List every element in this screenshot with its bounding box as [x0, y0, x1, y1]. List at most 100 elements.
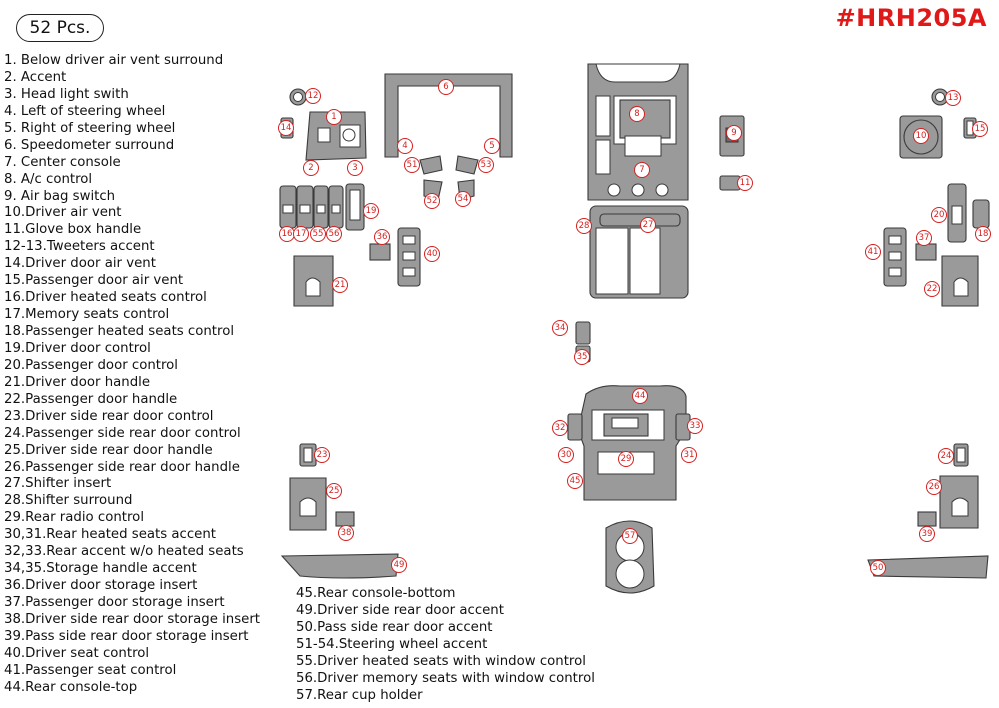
callout-21: 21 [332, 277, 348, 293]
svg-text:40: 40 [427, 249, 438, 259]
svg-text:35: 35 [577, 352, 588, 362]
callout-40: 40 [424, 246, 440, 262]
passenger-door-storage-insert [915, 243, 937, 261]
svg-text:51: 51 [407, 160, 418, 170]
svg-text:56: 56 [329, 229, 340, 239]
svg-text:52: 52 [427, 196, 438, 206]
svg-text:33: 33 [690, 421, 701, 431]
parts-list-item: 9. Air bag switch [4, 188, 116, 204]
callout-34: 34 [552, 320, 568, 336]
parts-list-item: 5. Right of steering wheel [4, 120, 176, 136]
callout-31: 31 [681, 447, 697, 463]
parts-list-item: 49.Driver side rear door accent [296, 602, 504, 618]
svg-text:15: 15 [975, 124, 986, 134]
svg-text:2: 2 [308, 163, 313, 173]
callout-25: 25 [326, 483, 342, 499]
callout-22: 22 [924, 281, 940, 297]
callout-6: 6 [438, 79, 454, 95]
parts-list-item: 12-13.Tweeters accent [4, 239, 155, 255]
callout-32: 32 [552, 420, 568, 436]
callout-18: 18 [975, 226, 991, 242]
parts-list-item: 26.Passenger side rear door handle [4, 459, 240, 475]
callout-23: 23 [314, 447, 330, 463]
svg-text:32: 32 [555, 423, 566, 433]
svg-text:44: 44 [635, 391, 646, 401]
svg-text:19: 19 [366, 206, 377, 216]
product-code: #HRH205A [835, 4, 987, 32]
driver-side-rear-door-handle [289, 477, 327, 531]
callout-20: 20 [931, 207, 947, 223]
parts-list-item: 39.Pass side rear door storage insert [4, 628, 249, 644]
svg-text:57: 57 [625, 531, 636, 541]
rear-console [577, 385, 687, 501]
parts-list-item: 30,31.Rear heated seats accent [4, 527, 216, 543]
svg-text:24: 24 [941, 451, 952, 461]
callout-50: 50 [870, 560, 886, 576]
parts-list-item: 32,33.Rear accent w/o heated seats [4, 544, 244, 560]
passenger-side-rear-door-handle [939, 475, 979, 529]
parts-list-item: 40.Driver seat control [4, 645, 150, 661]
svg-text:53: 53 [481, 160, 492, 170]
svg-text:54: 54 [458, 194, 469, 204]
svg-text:29: 29 [621, 454, 632, 464]
parts-list-item: 7. Center console [4, 154, 121, 170]
parts-list-item: 29.Rear radio control [4, 510, 145, 526]
callout-35: 35 [574, 349, 590, 365]
callout-30: 30 [558, 447, 574, 463]
svg-text:30: 30 [561, 450, 572, 460]
driver-side-rear-door-accent [280, 553, 399, 579]
callout-33: 33 [687, 418, 703, 434]
callout-4: 4 [397, 138, 413, 154]
svg-text:49: 49 [394, 560, 405, 570]
svg-text:41: 41 [868, 247, 879, 257]
callout-37: 37 [916, 230, 932, 246]
svg-text:1: 1 [331, 112, 336, 122]
parts-list-item: 1. Below driver air vent surround [4, 53, 224, 68]
callout-39: 39 [919, 526, 935, 542]
svg-text:4: 4 [402, 141, 407, 151]
parts-list-item: 6. Speedometer surround [4, 137, 175, 153]
svg-text:36: 36 [377, 232, 388, 242]
callout-11: 11 [737, 175, 753, 191]
svg-text:7: 7 [639, 165, 644, 175]
parts-list-item: 24.Passenger side rear door control [4, 425, 241, 441]
parts-list-item: 20.Passenger door control [4, 357, 178, 373]
parts-list-item: 27.Shifter insert [4, 476, 112, 492]
parts-list-item: 50.Pass side rear door accent [296, 619, 493, 635]
svg-text:8: 8 [634, 109, 639, 119]
callout-13: 13 [945, 90, 961, 106]
parts-list-item: 51-54.Steering wheel accent [296, 636, 488, 652]
callout-3: 3 [347, 160, 363, 176]
callout-1: 1 [326, 109, 342, 125]
driver-door-handle [293, 255, 334, 307]
svg-text:9: 9 [731, 128, 736, 138]
svg-text:27: 27 [643, 220, 654, 230]
parts-list-item: 36.Driver door storage insert [4, 578, 198, 594]
callout-57: 57 [622, 528, 638, 544]
callout-27: 27 [640, 217, 656, 233]
steering-wheel-accents [419, 155, 479, 201]
switch-panels [279, 183, 365, 231]
callout-41: 41 [865, 244, 881, 260]
parts-list-item: 15.Passenger door air vent [4, 273, 184, 289]
callout-54: 54 [455, 191, 471, 207]
svg-text:3: 3 [352, 163, 357, 173]
parts-list-item: 10.Driver air vent [4, 205, 122, 221]
parts-list-item: 21.Driver door handle [4, 374, 151, 390]
svg-text:34: 34 [555, 323, 566, 333]
svg-text:37: 37 [919, 233, 930, 243]
parts-list-item: 34,35.Storage handle accent [4, 561, 197, 577]
below-driver-vent-surround [305, 111, 367, 161]
callout-16: 16 [279, 226, 295, 242]
svg-text:13: 13 [948, 93, 959, 103]
parts-list-item: 4. Left of steering wheel [4, 103, 166, 119]
callout-36: 36 [374, 229, 390, 245]
svg-text:39: 39 [922, 529, 933, 539]
svg-text:45: 45 [570, 476, 581, 486]
parts-list-item: 11.Glove box handle [4, 222, 142, 238]
rear-cup-holder [605, 520, 655, 594]
callout-38: 38 [338, 525, 354, 541]
